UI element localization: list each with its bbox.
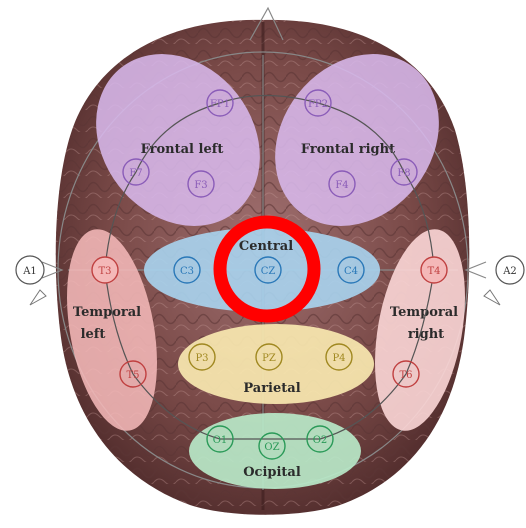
- electrode-t3: T3: [92, 257, 118, 283]
- region-label-frontal-right: Frontal right: [301, 142, 395, 157]
- svg-text:T3: T3: [98, 266, 111, 277]
- ear-right: A2: [466, 256, 524, 305]
- svg-text:FP1: FP1: [210, 99, 230, 110]
- svg-text:F3: F3: [194, 180, 207, 191]
- svg-text:C3: C3: [180, 266, 194, 277]
- svg-text:FP2: FP2: [308, 99, 328, 110]
- ear-label-a2: A2: [502, 266, 517, 277]
- region-label-temporal-left-1: Temporal: [73, 305, 141, 320]
- svg-text:C4: C4: [344, 266, 358, 277]
- ear-label-a1: A1: [22, 266, 37, 277]
- region-label-temporal-left-2: left: [81, 327, 106, 342]
- svg-text:CZ: CZ: [261, 266, 276, 277]
- region-label-central: Central: [239, 239, 293, 254]
- region-label-temporal-right-2: right: [408, 327, 444, 342]
- ear-left: A1: [16, 256, 62, 305]
- svg-text:T5: T5: [126, 370, 139, 381]
- region-parietal: Parietal: [178, 324, 374, 404]
- svg-text:T4: T4: [427, 266, 440, 277]
- region-label-occipital: Ocipital: [243, 465, 301, 480]
- svg-text:P3: P3: [195, 353, 208, 364]
- svg-text:F7: F7: [129, 168, 142, 179]
- electrode-t4: T4: [421, 257, 447, 283]
- svg-text:F4: F4: [335, 180, 348, 191]
- svg-text:O2: O2: [313, 435, 328, 446]
- svg-text:F8: F8: [397, 168, 410, 179]
- svg-text:T6: T6: [399, 370, 412, 381]
- svg-text:O1: O1: [213, 435, 228, 446]
- region-label-parietal: Parietal: [243, 381, 300, 396]
- svg-text:P4: P4: [332, 353, 345, 364]
- svg-text:PZ: PZ: [262, 353, 276, 364]
- svg-text:OZ: OZ: [264, 442, 279, 453]
